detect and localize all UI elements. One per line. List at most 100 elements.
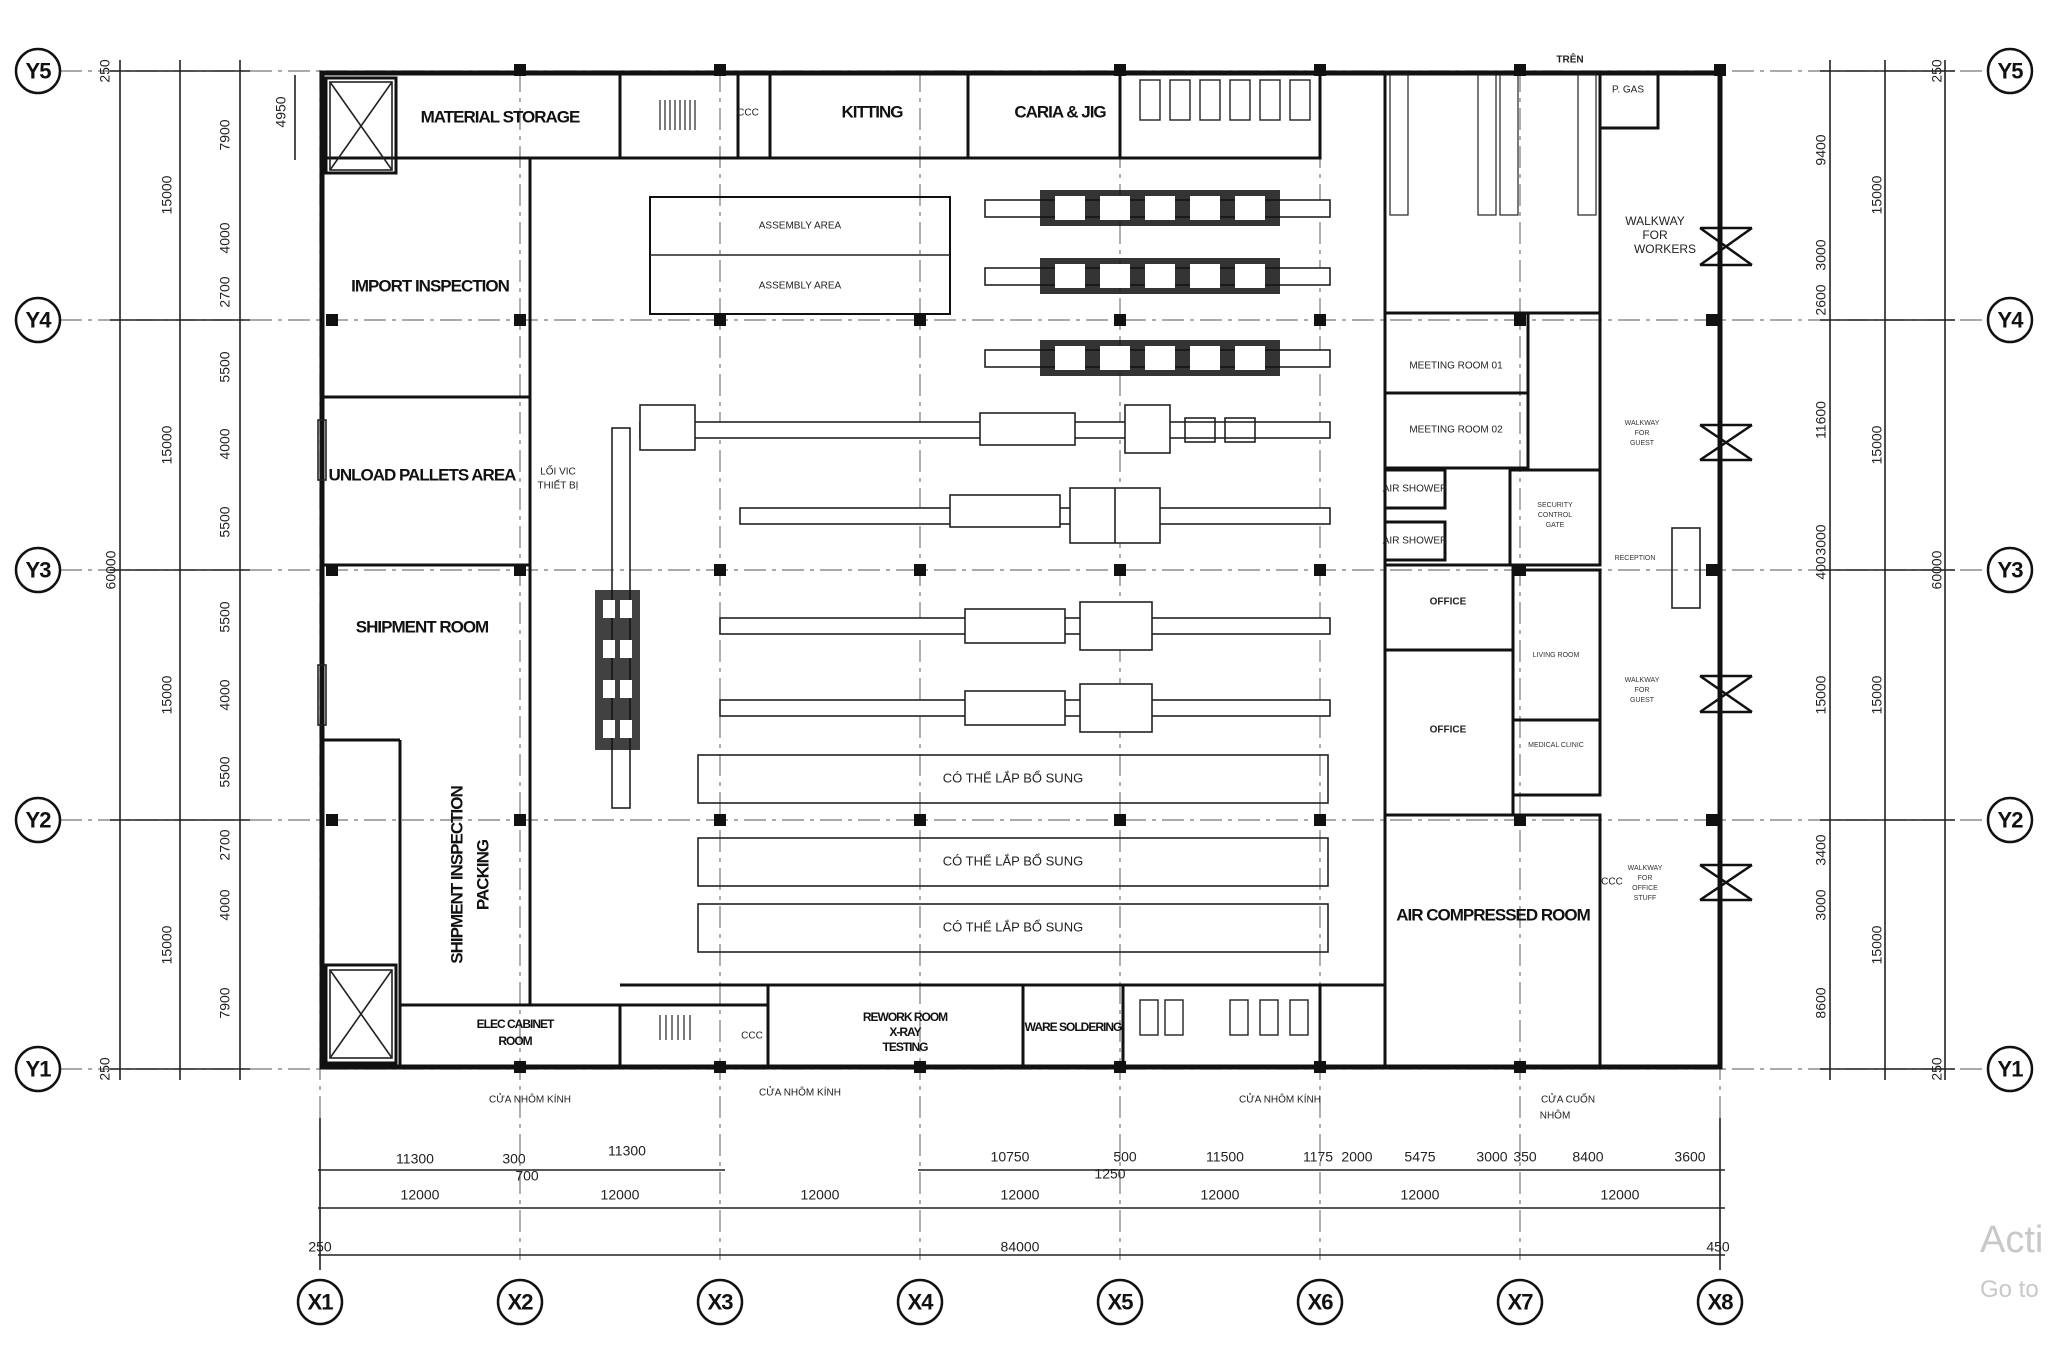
svg-text:11300: 11300 xyxy=(396,1151,434,1167)
smt-line-1 xyxy=(984,190,1331,226)
elevator-bottom xyxy=(324,963,398,1065)
svg-text:AIR SHOWER: AIR SHOWER xyxy=(1383,536,1447,547)
svg-text:2000: 2000 xyxy=(1341,1149,1372,1165)
svg-text:12000: 12000 xyxy=(801,1187,840,1203)
svg-text:11300: 11300 xyxy=(608,1143,646,1159)
svg-text:Acti: Acti xyxy=(1980,1219,2043,1261)
locker-rooms xyxy=(1383,71,1602,470)
import-inspection-room: IMPORT INSPECTION xyxy=(322,158,532,1005)
svg-text:1175: 1175 xyxy=(1303,1149,1333,1165)
svg-text:9400: 9400 xyxy=(1813,134,1829,165)
svg-text:12000: 12000 xyxy=(1601,1187,1640,1203)
svg-text:3400: 3400 xyxy=(1813,834,1829,865)
svg-text:3000: 3000 xyxy=(1476,1149,1507,1165)
axis-bubble-y2-right: Y2 xyxy=(1986,796,2034,844)
svg-text:NHÔM: NHÔM xyxy=(1540,1109,1571,1122)
svg-text:12000: 12000 xyxy=(1201,1187,1240,1203)
svg-text:84000: 84000 xyxy=(1001,1239,1040,1255)
svg-text:CỬA CUỐN: CỬA CUỐN xyxy=(1541,1092,1595,1106)
production-line-4 xyxy=(639,404,1331,454)
walkway-office-staff: WALKWAY FOR OFFICE STUFF CCC xyxy=(1601,865,1663,902)
assembly-area: ASSEMBLY AREA ASSEMBLY AREA xyxy=(649,196,951,315)
svg-text:5475: 5475 xyxy=(1404,1149,1435,1165)
axis-bubble-y1-left: Y1 xyxy=(14,1045,62,1093)
svg-text:CÓ THỂ LẮP BỔ SUNG: CÓ THỂ LẮP BỔ SUNG xyxy=(943,853,1083,868)
axis-bubble-y1-right: Y1 xyxy=(1986,1045,2034,1093)
svg-text:11500: 11500 xyxy=(1206,1149,1244,1165)
meeting-room-2: MEETING ROOM 02 xyxy=(1383,391,1530,470)
svg-text:250: 250 xyxy=(1929,59,1945,83)
svg-text:250: 250 xyxy=(1929,1057,1945,1081)
svg-text:MEETING ROOM 01: MEETING ROOM 01 xyxy=(1409,361,1503,372)
svg-text:CỬA NHÔM KÍNH: CỬA NHÔM KÍNH xyxy=(759,1086,841,1099)
svg-text:SHIPMENT INSPECTION: SHIPMENT INSPECTION xyxy=(447,786,466,964)
svg-text:Y4: Y4 xyxy=(26,308,53,333)
svg-text:3600: 3600 xyxy=(1674,1149,1705,1165)
svg-text:CCC: CCC xyxy=(741,1031,763,1042)
reception-desk: RECEPTION xyxy=(1615,527,1701,609)
elec-cabinet-room: ELEC CABINET ROOM xyxy=(398,1003,622,1069)
svg-text:Y3: Y3 xyxy=(1998,558,2024,583)
svg-text:GATE: GATE xyxy=(1546,522,1565,529)
p-gas-room: P. GAS TRÊN xyxy=(1556,53,1660,130)
svg-text:SECURITY: SECURITY xyxy=(1537,502,1573,509)
svg-text:ASSEMBLY AREA: ASSEMBLY AREA xyxy=(759,281,842,292)
svg-text:MEDICAL CLINIC: MEDICAL CLINIC xyxy=(1528,742,1584,749)
svg-text:P. GAS: P. GAS xyxy=(1612,85,1644,96)
door-labels: CỬA NHÔM KÍNH CỬA NHÔM KÍNH CỬA NHÔM KÍN… xyxy=(489,1086,1595,1122)
walkway-guest-1: WALKWAY FOR GUEST xyxy=(1625,420,1660,447)
svg-text:UNLOAD PALLETS AREA: UNLOAD PALLETS AREA xyxy=(329,465,517,484)
svg-text:REWORK ROOM: REWORK ROOM xyxy=(863,1010,948,1024)
production-line-7 xyxy=(719,683,1331,733)
svg-text:350: 350 xyxy=(1513,1149,1537,1165)
svg-text:400: 400 xyxy=(1813,556,1829,580)
axis-bubble-y4-left: Y4 xyxy=(14,296,62,344)
svg-text:300: 300 xyxy=(502,1151,526,1167)
office-room-2: OFFICE xyxy=(1383,648,1515,817)
svg-text:500: 500 xyxy=(1113,1149,1137,1165)
svg-text:5500: 5500 xyxy=(217,351,233,382)
svg-text:ROOM: ROOM xyxy=(498,1034,532,1048)
svg-text:STUFF: STUFF xyxy=(1634,895,1657,902)
svg-text:250: 250 xyxy=(97,59,113,83)
svg-text:X3: X3 xyxy=(708,1290,734,1315)
svg-text:CARIA & JIG: CARIA & JIG xyxy=(1014,102,1106,121)
svg-text:Y1: Y1 xyxy=(1998,1057,2024,1082)
svg-text:GUEST: GUEST xyxy=(1630,697,1655,704)
svg-text:4000: 4000 xyxy=(217,222,233,253)
axis-bubble-y5-right: Y5 xyxy=(1986,47,2034,95)
svg-text:15000: 15000 xyxy=(1869,675,1885,714)
svg-text:Y3: Y3 xyxy=(26,558,52,583)
svg-text:15000: 15000 xyxy=(159,675,175,714)
ware-soldering-room: WARE SOLDERING xyxy=(1021,983,1125,1069)
walkway-guest-2: WALKWAY FOR GUEST xyxy=(1625,677,1660,704)
axis-bubble-x8: X8 xyxy=(1696,1278,1744,1326)
svg-text:WORKERS: WORKERS xyxy=(1634,242,1696,256)
svg-text:Y2: Y2 xyxy=(1998,808,2024,833)
svg-text:TRÊN: TRÊN xyxy=(1556,53,1583,66)
svg-text:WALKWAY: WALKWAY xyxy=(1625,420,1660,427)
svg-text:RECEPTION: RECEPTION xyxy=(1615,555,1656,562)
structural-columns xyxy=(326,64,1726,1073)
svg-text:IMPORT INSPECTION: IMPORT INSPECTION xyxy=(351,276,509,295)
svg-text:FOR: FOR xyxy=(1635,687,1650,694)
optional-line-1: CÓ THỂ LẮP BỔ SUNG xyxy=(697,754,1329,804)
axis-bubble-y2-left: Y2 xyxy=(14,796,62,844)
svg-text:SHIPMENT ROOM: SHIPMENT ROOM xyxy=(356,617,489,636)
toilet-block-bottom xyxy=(1121,983,1322,1069)
svg-text:8600: 8600 xyxy=(1813,987,1829,1018)
svg-text:12000: 12000 xyxy=(401,1187,440,1203)
office-room-1: OFFICE xyxy=(1383,563,1515,652)
svg-text:12000: 12000 xyxy=(1401,1187,1440,1203)
meeting-room-1: MEETING ROOM 01 xyxy=(1383,311,1530,395)
bottom-dimensions: 11300 300 700 11300 10750 500 1250 11500… xyxy=(308,1118,1730,1270)
svg-text:FOR: FOR xyxy=(1642,228,1668,242)
svg-text:Y5: Y5 xyxy=(1998,59,2024,84)
material-storage-room: MATERIAL STORAGE xyxy=(320,71,622,160)
svg-text:GUEST: GUEST xyxy=(1630,440,1655,447)
air-shower-1: AIR SHOWER xyxy=(1383,468,1447,510)
shipment-room: SHIPMENT ROOM xyxy=(317,617,490,1005)
unload-pallets-area: UNLOAD PALLETS AREA xyxy=(317,419,530,567)
axis-bubble-y5-left: Y5 xyxy=(14,47,62,95)
